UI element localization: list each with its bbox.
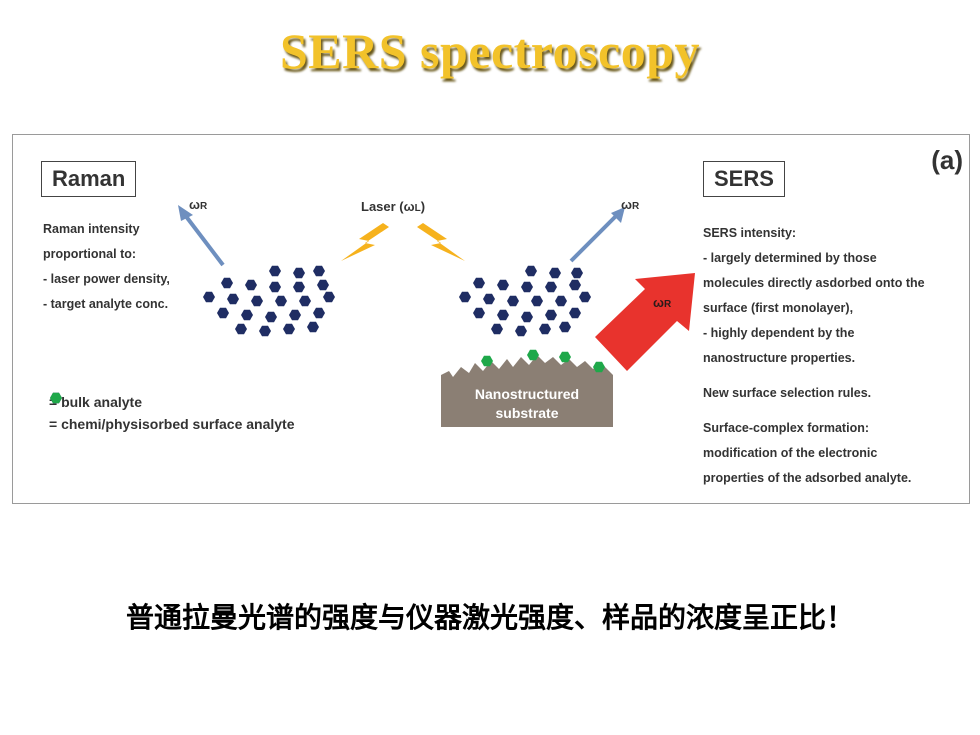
bulk-analyte-molecule bbox=[235, 323, 247, 335]
bulk-analyte-molecule bbox=[283, 323, 295, 335]
bulk-analyte-molecule bbox=[293, 267, 305, 279]
bulk-analyte-molecule bbox=[459, 291, 471, 303]
bulk-analyte-molecule bbox=[217, 307, 229, 319]
bulk-analyte-molecule bbox=[265, 311, 277, 323]
laser-label: Laser (ωL) bbox=[361, 199, 426, 214]
bulk-analyte-molecule bbox=[525, 265, 537, 277]
bulk-analyte-molecule bbox=[507, 295, 519, 307]
bulk-analyte-molecule bbox=[289, 309, 301, 321]
bulk-analyte-molecule bbox=[545, 309, 557, 321]
slide-title: SERS spectroscopy bbox=[279, 23, 701, 79]
bulk-analyte-molecule bbox=[259, 325, 271, 337]
sers-label-box: SERS bbox=[703, 161, 785, 197]
bulk-analyte-molecule bbox=[473, 277, 485, 289]
sers-text-line: surface (first monolayer), bbox=[703, 301, 854, 315]
bulk-analyte-molecule bbox=[313, 307, 325, 319]
sers-text-line: - largely determined by those bbox=[703, 251, 877, 265]
substrate-label: Nanostructured substrate bbox=[474, 386, 580, 421]
bulk-analyte-molecule bbox=[569, 307, 581, 319]
bulk-analyte-molecule bbox=[497, 279, 509, 291]
bulk-analyte-molecule bbox=[299, 295, 311, 307]
sers-text-line: molecules directly asdorbed onto the bbox=[703, 276, 925, 290]
bulk-analyte-molecule bbox=[539, 323, 551, 335]
bulk-analyte-molecule bbox=[227, 293, 239, 305]
sers-scatter-arrow bbox=[569, 207, 625, 263]
diagram-graphics bbox=[178, 205, 695, 427]
bulk-analyte-molecule bbox=[245, 279, 257, 291]
bulk-analyte-molecule bbox=[569, 279, 581, 291]
bulk-analyte-molecule bbox=[293, 281, 305, 293]
panel-tag: (a) bbox=[931, 145, 963, 175]
bulk-analyte-molecule bbox=[251, 295, 263, 307]
omega-r-label-sers-arrow: ωR bbox=[653, 295, 672, 310]
bulk-analyte-molecule bbox=[241, 309, 253, 321]
raman-text-line: - laser power density, bbox=[43, 272, 170, 286]
raman-text-line: Raman intensity bbox=[43, 222, 140, 236]
raman-text-line: - target analyte conc. bbox=[43, 297, 169, 311]
bulk-analyte-molecule bbox=[555, 295, 567, 307]
raman-label-box: Raman bbox=[41, 161, 137, 197]
bulk-analyte-molecule bbox=[549, 267, 561, 279]
bulk-analyte-molecule bbox=[307, 321, 319, 333]
sers-text-line: SERS intensity: bbox=[703, 226, 797, 240]
bulk-analyte-molecule bbox=[473, 307, 485, 319]
bulk-analyte-molecule bbox=[483, 293, 495, 305]
bulk-analyte-molecule bbox=[545, 281, 557, 293]
bulk-analyte-molecule bbox=[317, 279, 329, 291]
legend-item-surface: = chemi/physisorbed surface analyte bbox=[49, 392, 295, 435]
legend-item-bulk: = bulk analyte bbox=[49, 391, 295, 413]
bulk-analyte-molecule bbox=[571, 267, 583, 279]
sers-description: SERS intensity: - largely determined by … bbox=[703, 221, 925, 491]
raman-text-line: proportional to: bbox=[43, 247, 137, 261]
bulk-analyte-molecule bbox=[579, 291, 591, 303]
bulk-analyte-molecule bbox=[497, 309, 509, 321]
raman-scatter-arrow bbox=[178, 205, 225, 267]
omega-r-label-left: ωR bbox=[189, 197, 208, 212]
bulk-analyte-molecule bbox=[313, 265, 325, 277]
bulk-analyte-molecule bbox=[323, 291, 335, 303]
chinese-caption: 普通拉曼光谱的强度与仪器激光强度、样品的浓度呈正比！ bbox=[125, 601, 854, 634]
bulk-analyte-molecule bbox=[491, 323, 503, 335]
bulk-analyte-molecule bbox=[531, 295, 543, 307]
legend: = bulk analyte = chemi/physisorbed surfa… bbox=[49, 391, 295, 435]
sers-text-line: New surface selection rules. bbox=[703, 386, 872, 400]
sers-text-line: modification of the electronic bbox=[703, 446, 878, 460]
omega-r-label-right: ωR bbox=[621, 197, 640, 212]
raman-description: Raman intensity proportional to: - laser… bbox=[43, 217, 170, 317]
sers-text-line: nanostructure properties. bbox=[703, 351, 856, 365]
bulk-analyte-molecule bbox=[269, 281, 281, 293]
laser-bolt-right bbox=[417, 223, 465, 261]
laser-bolt-left bbox=[341, 223, 389, 261]
bulk-analyte-molecule bbox=[221, 277, 233, 289]
surface-analyte-hex-icon bbox=[50, 392, 62, 404]
bulk-analyte-molecule bbox=[269, 265, 281, 277]
sers-enhanced-arrow bbox=[595, 273, 695, 371]
sers-text-line: - highly dependent by the bbox=[703, 326, 855, 340]
sers-diagram: (a) Raman SERS ωR Laser (ωL) ωR ωR Raman… bbox=[12, 134, 970, 504]
bulk-analyte-molecule bbox=[559, 321, 571, 333]
sers-text-line: Surface-complex formation: bbox=[703, 421, 870, 435]
bulk-analyte-molecule bbox=[515, 325, 527, 337]
nanostructured-substrate bbox=[441, 355, 613, 427]
bulk-analyte-molecule bbox=[521, 311, 533, 323]
bulk-analyte-molecule bbox=[203, 291, 215, 303]
bulk-analyte-molecule bbox=[521, 281, 533, 293]
sers-text-line: properties of the adsorbed analyte. bbox=[703, 471, 912, 485]
bulk-analyte-molecule bbox=[275, 295, 287, 307]
